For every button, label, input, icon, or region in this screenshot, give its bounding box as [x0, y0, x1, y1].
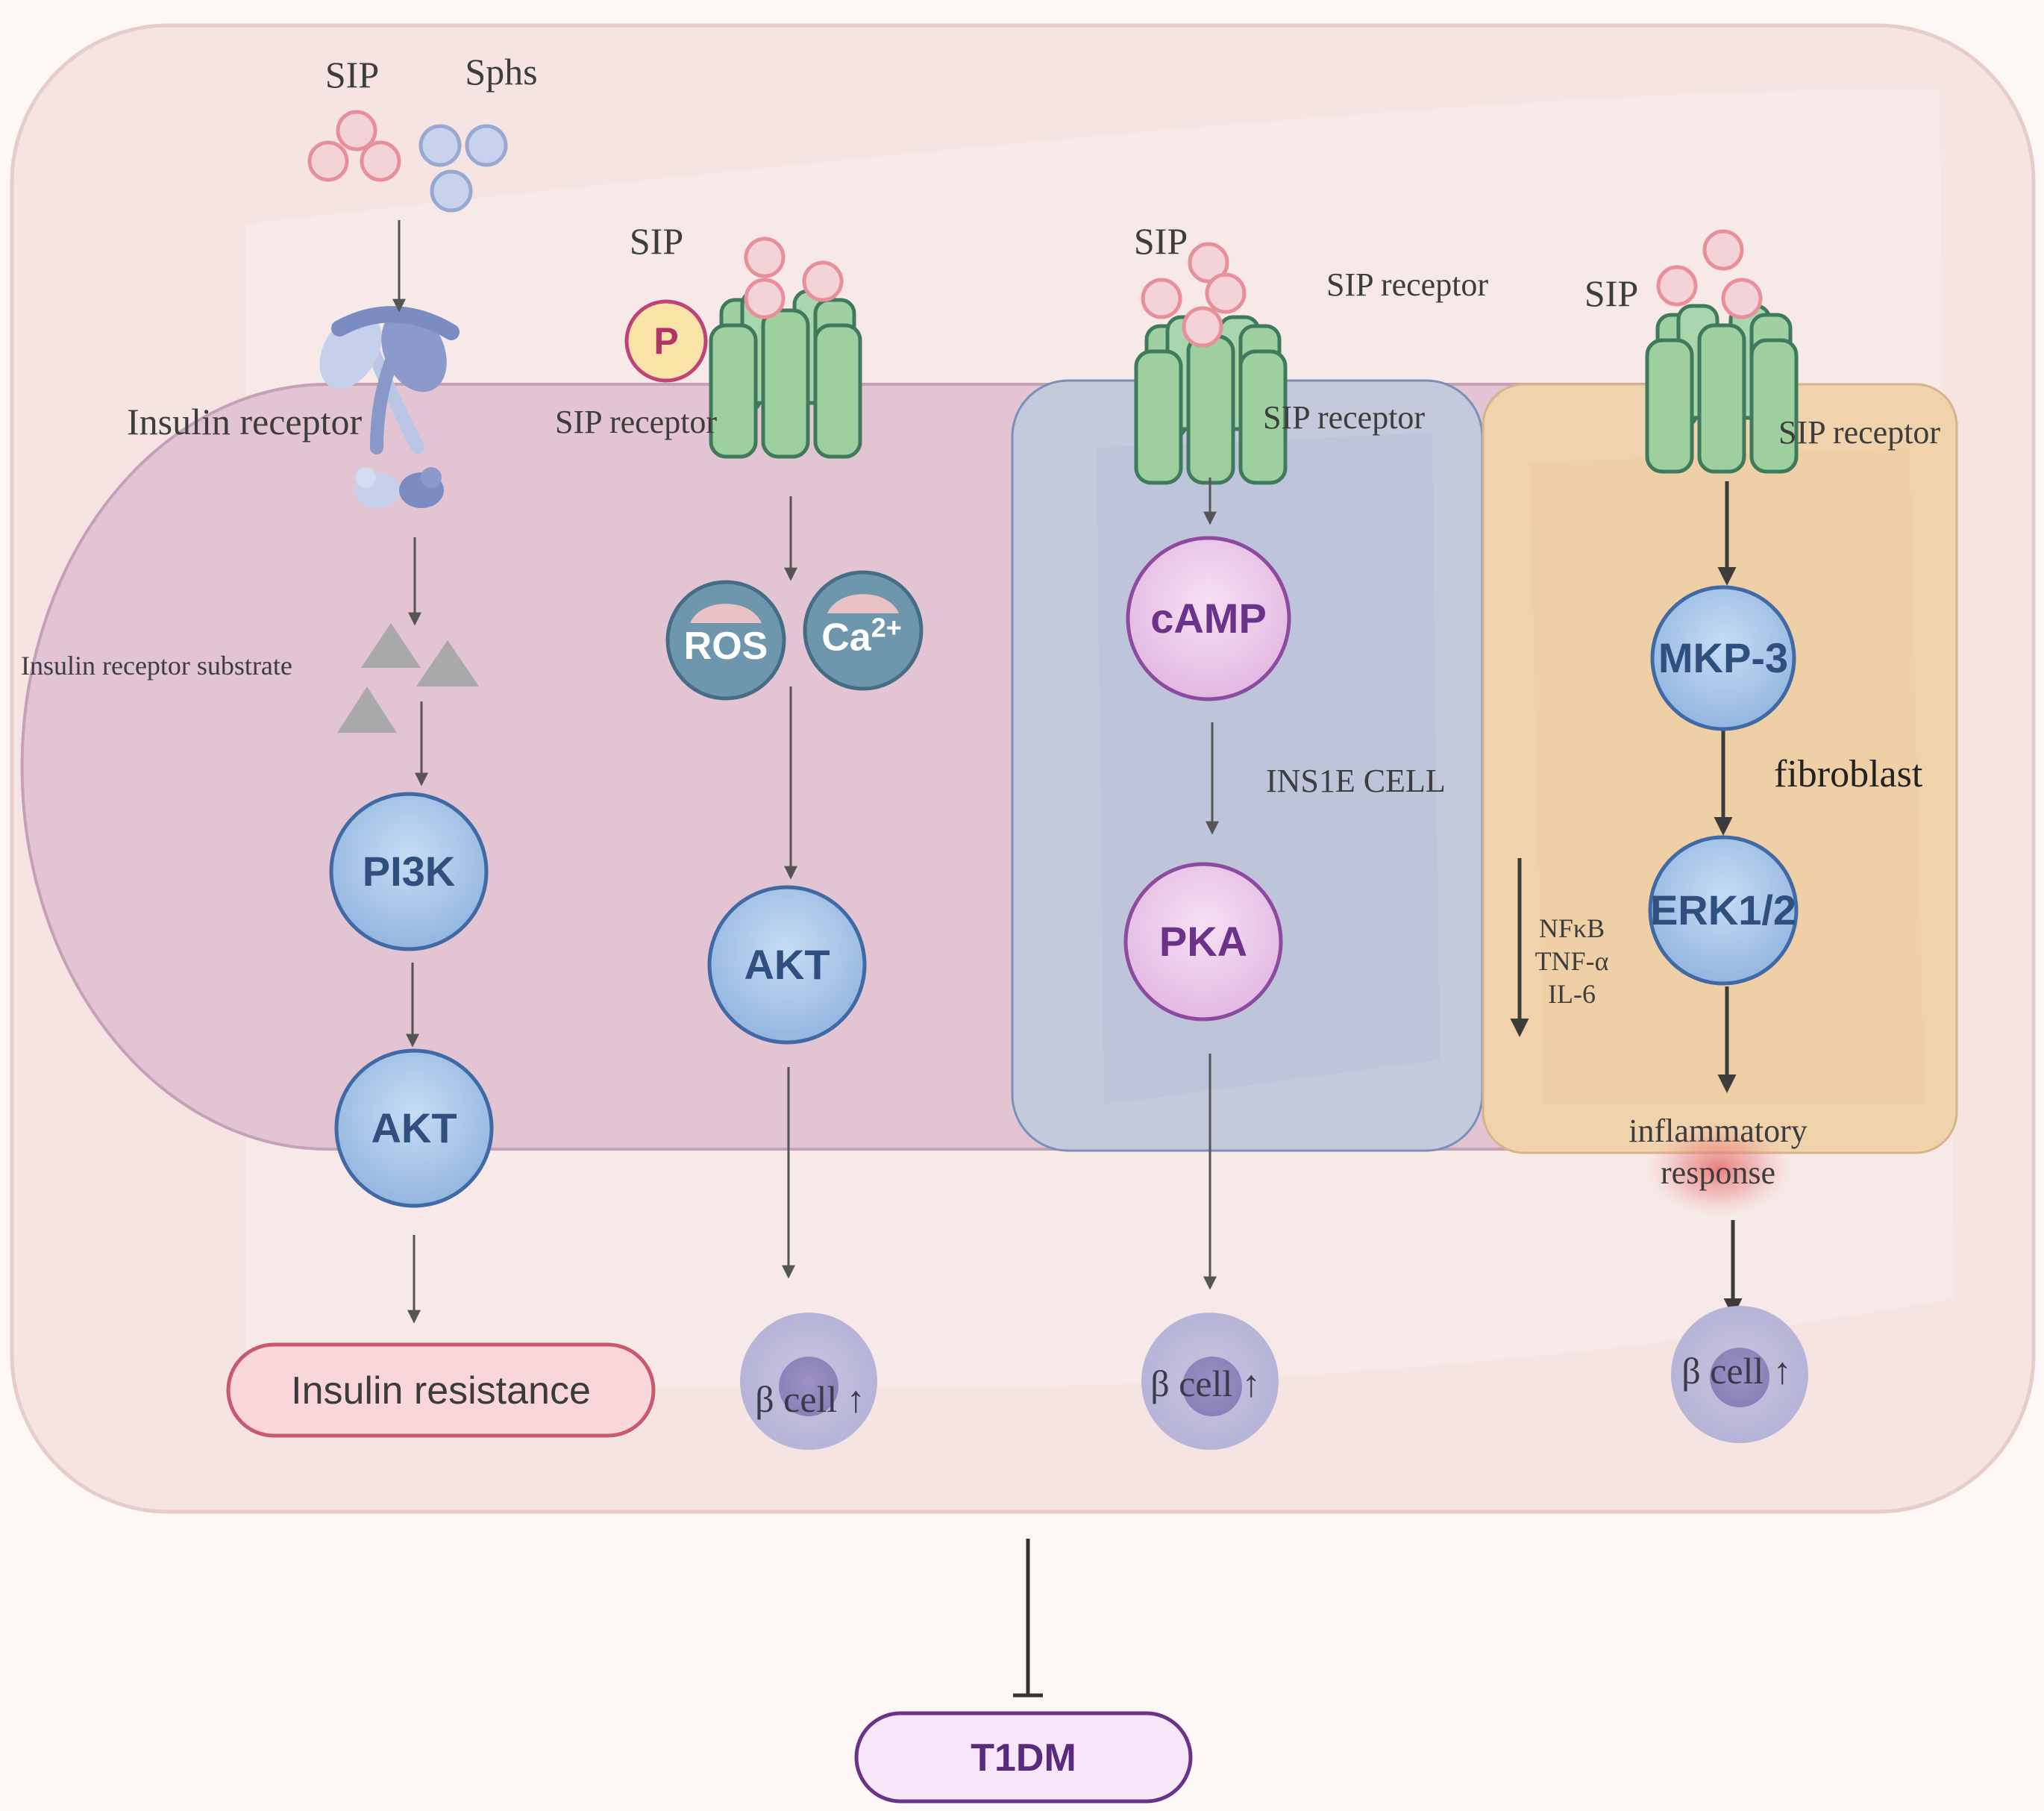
sip-receptor-col2-icon [711, 291, 860, 457]
col2-arrows [782, 496, 797, 1279]
insulin-resistance-box [226, 1342, 656, 1438]
phosphate-label: P [653, 320, 679, 362]
pka-node: PKA [1159, 918, 1248, 965]
beta-cell-shapes [740, 1306, 1808, 1450]
ca-label: Ca2+ [821, 614, 902, 657]
sip-label-col2: SIP [629, 220, 684, 262]
akt-node-col1: AKT [371, 1104, 457, 1151]
mkp3-node: MKP-3 [1658, 634, 1789, 681]
col3-arrows [1203, 478, 1219, 1290]
ros-label: ROS [683, 625, 768, 668]
insulin-receptor-substrate-label: Insulin receptor substrate [21, 651, 292, 681]
fibroblast-label: fibroblast [1774, 753, 1923, 795]
beta-cell-label-col3: β cell ↑ [1150, 1363, 1261, 1404]
insulin-receptor-label: Insulin receptor [127, 401, 363, 442]
ca-superscript: 2+ [871, 612, 902, 643]
ros-node-shape [665, 580, 786, 701]
cytokine-tnf: TNF-α [1534, 946, 1609, 976]
sip-molecules-col4 [1656, 229, 1763, 319]
camp-node: cAMP [1150, 595, 1267, 642]
t1dm-box [854, 1711, 1193, 1804]
sip-molecules-col2 [744, 237, 844, 319]
phosphate-circle [624, 299, 708, 383]
sip-receptor-col4-icon [1647, 306, 1796, 472]
t1dm-label: T1DM [971, 1736, 1076, 1780]
sip-receptor-label-col3-top: SIP receptor [1326, 266, 1489, 303]
blue-node-shapes [329, 585, 1799, 1208]
insulin-receptor-icon [319, 306, 460, 508]
cytokines-list: NFκB TNF-α IL-6 [1535, 912, 1609, 1010]
sip-molecules-col3 [1141, 242, 1247, 348]
beta-cell-label-col4: β cell ↑ [1681, 1350, 1792, 1392]
sphs-label: Sphs [465, 51, 538, 93]
sip-label-col3: SIP [1133, 220, 1188, 262]
irs-triangles [337, 623, 479, 733]
pink-node-shapes [1123, 536, 1291, 1022]
col4-arrows [1510, 481, 1743, 1317]
beta-cell-label-col2: β cell ↑ [755, 1378, 865, 1420]
pi3k-node: PI3K [362, 848, 456, 895]
sip-molecules-top [307, 110, 401, 182]
sphs-molecules [418, 124, 508, 213]
ca-node-shape [803, 570, 924, 691]
col1-arrows [392, 220, 428, 1324]
akt-node-col2: AKT [744, 941, 830, 988]
inflammation-glow [1646, 1121, 1792, 1216]
erk-node: ERK1/2 [1649, 886, 1797, 933]
inflammatory-label: inflammatory [1628, 1113, 1808, 1149]
sip-receptor-label-col4: SIP receptor [1778, 414, 1941, 451]
inhibition-line [1013, 1539, 1043, 1698]
sip-label-col4: SIP [1584, 272, 1639, 314]
ca-text: Ca [821, 616, 871, 660]
response-label: response [1661, 1154, 1775, 1191]
ins1e-cell-label: INS1E CELL [1266, 763, 1446, 799]
sip-receptor-label-col2: SIP receptor [555, 404, 718, 440]
cytokine-nfkb: NFκB [1538, 913, 1605, 943]
sip-label-top: SIP [325, 54, 380, 96]
insulin-resistance-label: Insulin resistance [291, 1369, 591, 1413]
sip-receptor-label-col3: SIP receptor [1263, 399, 1426, 436]
cytokine-il6: IL-6 [1548, 979, 1596, 1009]
